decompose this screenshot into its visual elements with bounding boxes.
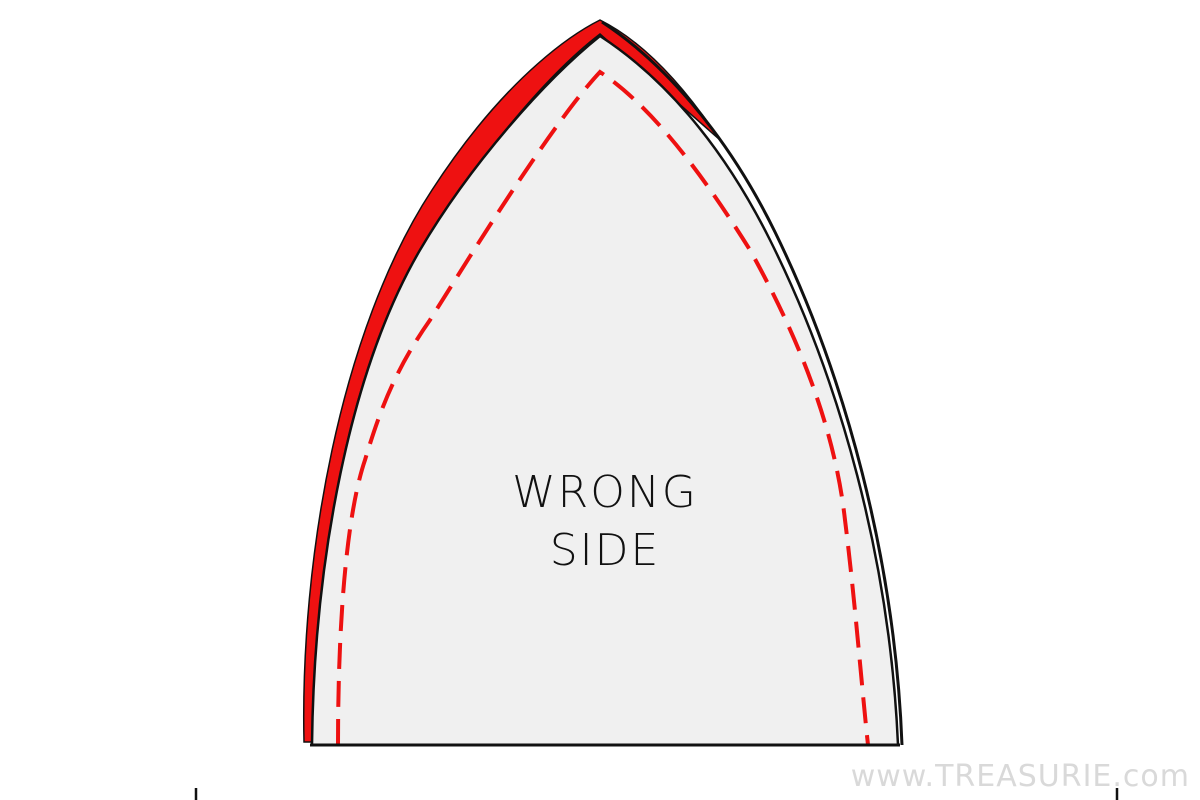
label-line-1: WRONG — [512, 467, 698, 518]
stitch-line — [336, 69, 870, 746]
label-line-2: SIDE — [550, 525, 661, 576]
watermark: www.TREASURIE.com — [851, 759, 1190, 794]
fabric-piece — [310, 34, 900, 747]
right-fabric-edge — [601, 20, 904, 746]
